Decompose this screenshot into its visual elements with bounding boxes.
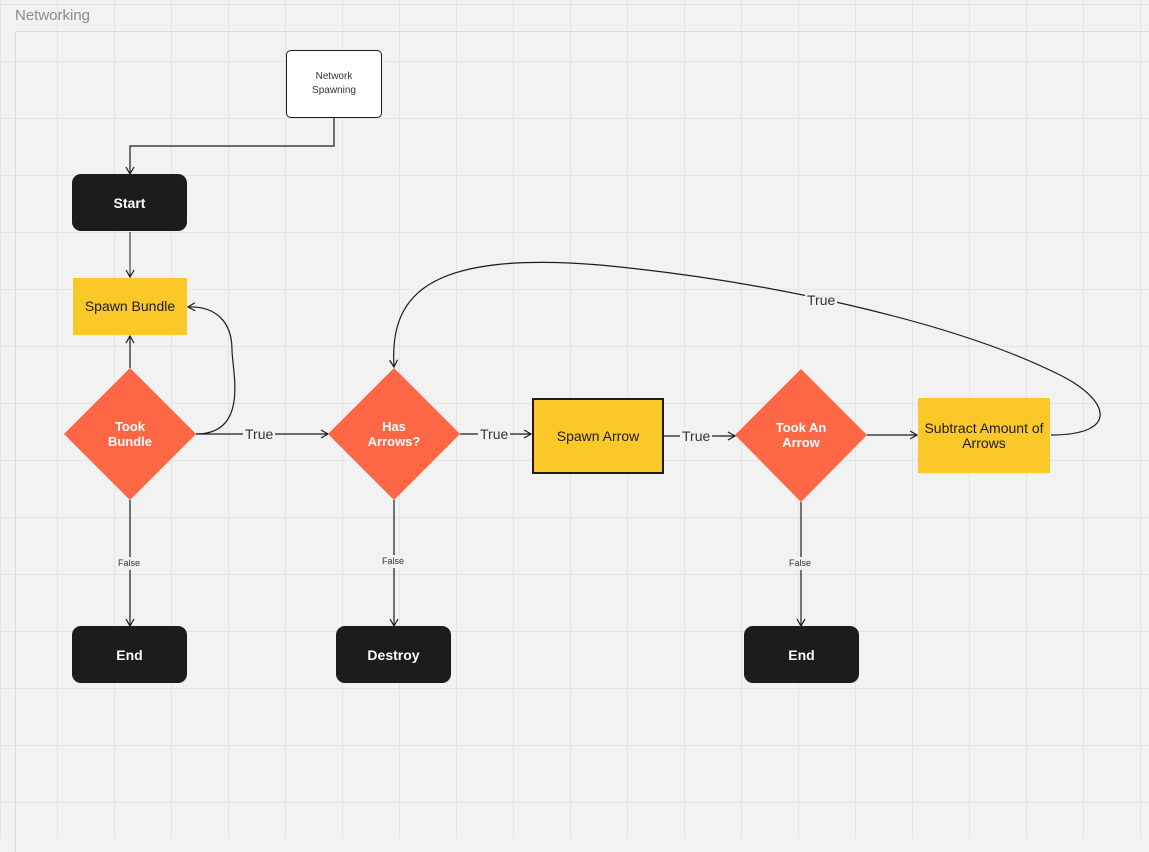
node-spawn-arrow[interactable]: Spawn Arrow [532, 398, 664, 474]
label-took-an-arrow[interactable]: Took An Arrow [775, 420, 827, 450]
node-network-spawning[interactable]: Network Spawning [286, 50, 382, 118]
node-spawn-bundle[interactable]: Spawn Bundle [73, 278, 187, 335]
edge-label-true-has-arrows[interactable]: True [478, 426, 511, 442]
frame-title[interactable]: Networking [15, 7, 91, 24]
edge-label-true-took-bundle[interactable]: True [243, 426, 276, 442]
decision-has-arrows [328, 368, 460, 500]
edge-label-false-took-bundle[interactable]: False [117, 557, 142, 570]
label-has-arrows[interactable]: Has Arrows? [367, 419, 421, 449]
node-start[interactable]: Start [72, 174, 187, 231]
connector-subtract-loop-to-has-arrows [389, 261, 1101, 436]
decision-took-an-arrow [735, 369, 867, 502]
edge-label-false-took-an-arrow[interactable]: False [788, 557, 813, 570]
connector-took-bundle-loop [186, 302, 236, 435]
node-subtract-arrows[interactable]: Subtract Amount of Arrows [918, 398, 1050, 473]
node-end-1[interactable]: End [72, 626, 187, 683]
node-destroy[interactable]: Destroy [336, 626, 451, 683]
connector-network-to-start [125, 118, 335, 176]
frame-border [15, 31, 1149, 852]
edge-label-true-loop[interactable]: True [805, 292, 838, 308]
label-took-bundle[interactable]: Took Bundle [107, 419, 153, 449]
node-end-2[interactable]: End [744, 626, 859, 683]
edge-label-true-spawn-arrow[interactable]: True [680, 428, 713, 444]
decision-took-bundle [64, 368, 196, 500]
edge-label-false-has-arrows[interactable]: False [381, 555, 406, 568]
